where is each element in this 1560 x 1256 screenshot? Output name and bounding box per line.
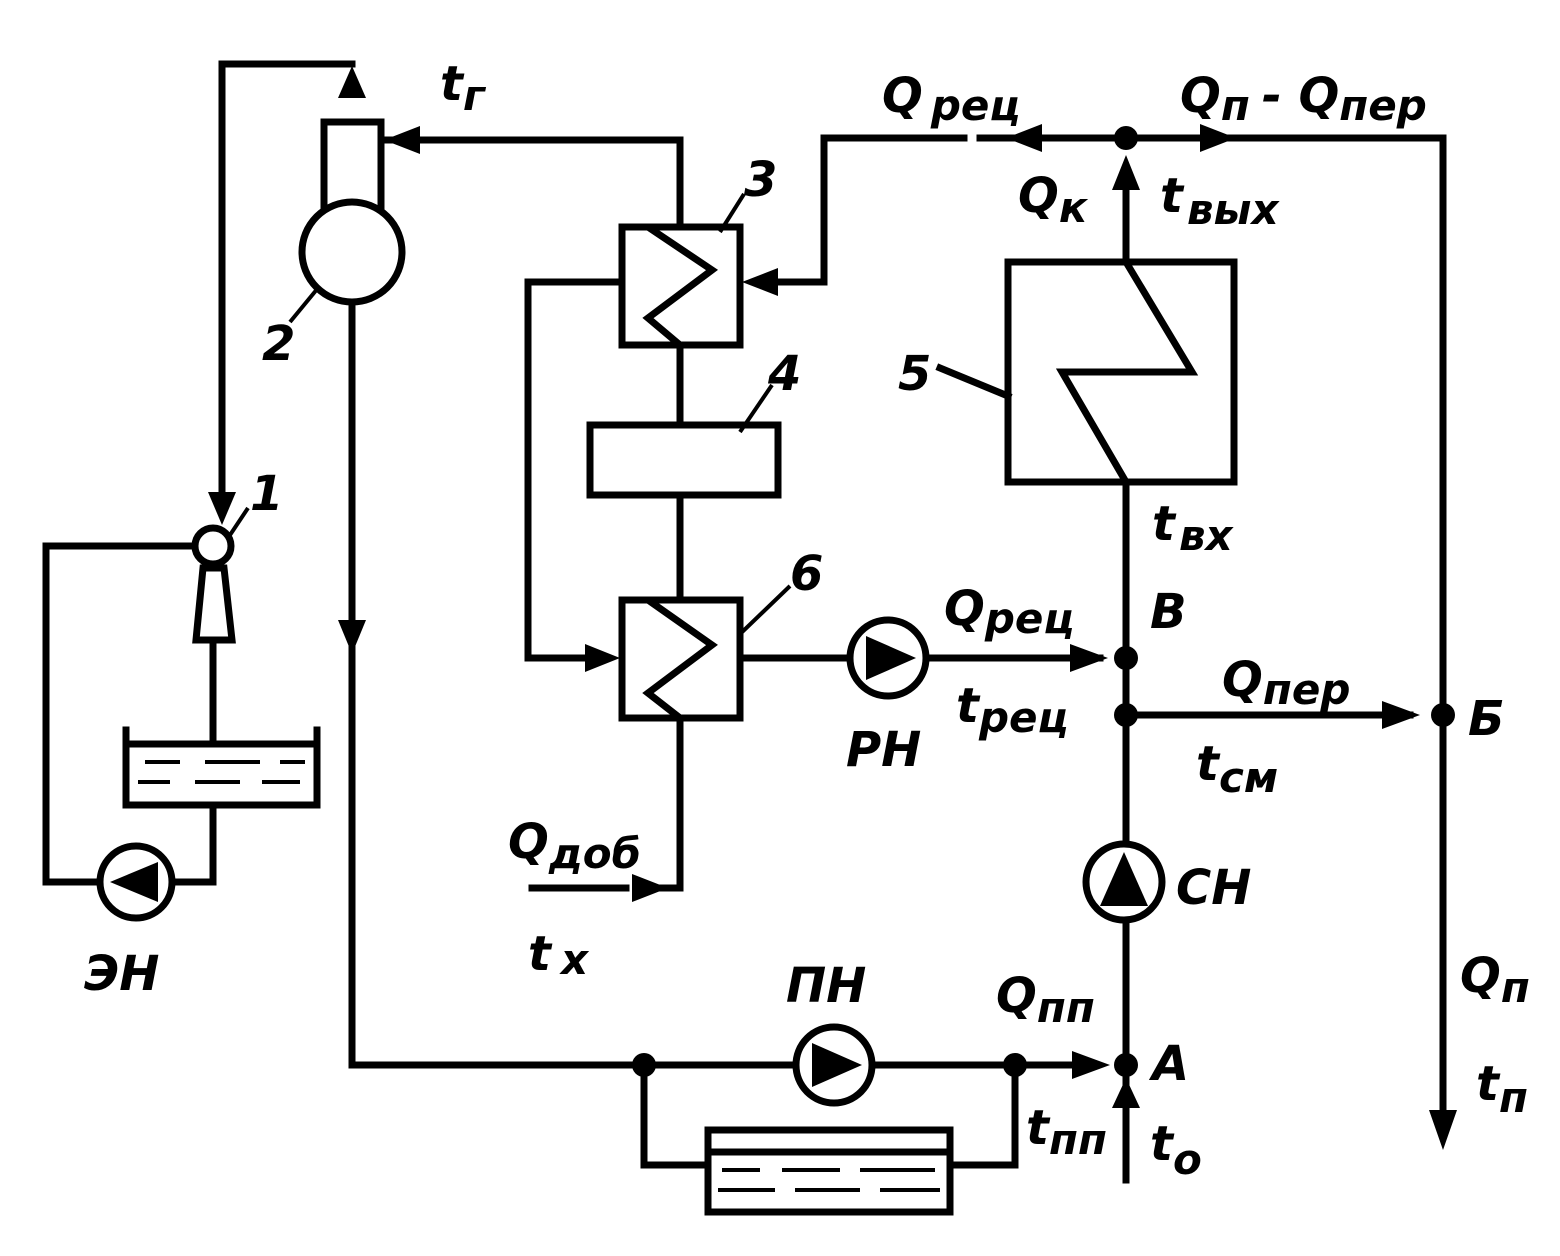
- label-pump-en: ЭН: [84, 946, 159, 1002]
- junction-b: [1431, 703, 1455, 727]
- arrow-down-to-ejector: [208, 492, 236, 525]
- arrow-qp-minus-qper: [1200, 124, 1236, 152]
- arrow-up-t0: [1112, 1078, 1140, 1108]
- label-pump-sn: СН: [1176, 860, 1251, 916]
- label-t-pp: tпп: [1026, 1100, 1107, 1164]
- node-b: Б: [1468, 691, 1505, 747]
- label-t-o: tо: [1150, 1116, 1202, 1184]
- label-component-5: 5: [898, 346, 931, 402]
- pump-en-arrow: [110, 862, 158, 902]
- junction-tank-left: [632, 1053, 656, 1077]
- label-t-p: tп: [1476, 1056, 1528, 1122]
- pump-pn-arrow: [812, 1043, 862, 1087]
- node-a: А: [1148, 1036, 1189, 1092]
- pump-sn-arrow: [1100, 852, 1148, 906]
- arrow-down-drum-outlet: [338, 620, 366, 654]
- heat-exchanger-3: [618, 223, 744, 350]
- label-component-2: 2: [262, 316, 295, 372]
- junction-tank-right: [1003, 1053, 1027, 1077]
- ejector-nozzle: [192, 564, 236, 644]
- label-t-g: tг: [440, 56, 487, 120]
- label-q-k: Qк: [1018, 168, 1089, 232]
- junction-a: [1114, 1053, 1138, 1077]
- label-q-rec-mid: Qрец: [944, 581, 1075, 643]
- label-q-per: Qпер: [1222, 652, 1350, 714]
- unit-4: [586, 421, 782, 499]
- ejector-loop: [42, 60, 366, 922]
- pump-rn-arrow: [866, 636, 916, 680]
- label-t-rec: tрец: [956, 678, 1069, 742]
- arrow-down-qp: [1429, 1110, 1457, 1150]
- label-t-mix: tсм: [1196, 736, 1278, 802]
- node-v: В: [1150, 584, 1187, 640]
- arrow-into-node-a: [1072, 1051, 1110, 1079]
- label-component-1: 1: [250, 466, 283, 522]
- junction-v: [1114, 646, 1138, 670]
- junction-mix: [1114, 703, 1138, 727]
- drum-top: [320, 118, 385, 216]
- boiler-5: [935, 257, 1238, 487]
- arrow-up-to-drum: [338, 66, 366, 98]
- arrow-q-rec-top: [1006, 124, 1042, 152]
- arrow-q-dob: [632, 874, 668, 902]
- label-q-p: Qп: [1460, 948, 1530, 1012]
- heat-exchanger-6: [618, 596, 744, 723]
- ejector-1: [191, 524, 235, 568]
- arrow-into-hx3: [742, 268, 778, 296]
- label-component-6: 6: [790, 546, 823, 602]
- label-pump-rn: РН: [846, 722, 921, 778]
- label-q-add: Qдоб: [508, 814, 641, 878]
- label-pump-pn: ПН: [786, 958, 866, 1014]
- label-component-3: 3: [744, 152, 777, 208]
- arrow-up-boiler-out: [1112, 155, 1140, 190]
- label-t-in: tвх: [1152, 496, 1235, 560]
- label-component-4: 4: [767, 346, 801, 402]
- arrow-q-per: [1382, 701, 1420, 729]
- storage-tank: [704, 1126, 954, 1216]
- arrow-into-node-v: [1070, 644, 1108, 672]
- label-qp-minus-qper: Qп- Qпер: [1180, 68, 1427, 130]
- separator-2: [298, 118, 406, 1069]
- arrow-into-hx6: [585, 644, 620, 672]
- tank-liquid: [138, 760, 305, 784]
- arrow-tg-to-drum: [384, 126, 420, 154]
- label-t-out: tвых: [1160, 168, 1281, 234]
- drum-body: [298, 198, 406, 306]
- junction-top: [1114, 126, 1138, 150]
- label-q-pp: Qпп: [996, 968, 1095, 1032]
